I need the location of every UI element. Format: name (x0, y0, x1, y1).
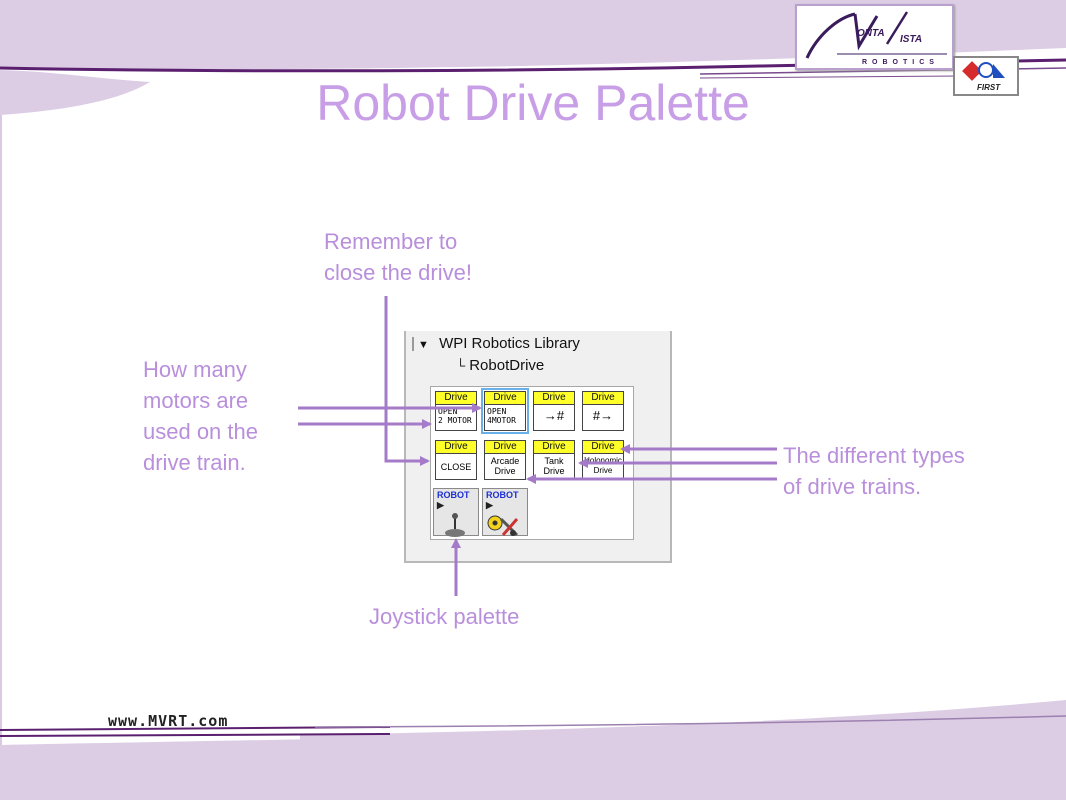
vi-body: #→ (592, 408, 614, 423)
tree-grip-icon (412, 337, 414, 352)
callout-motors-line-1: How many (143, 357, 247, 382)
svg-text:ISTA: ISTA (900, 34, 922, 45)
svg-text:ONTA: ONTA (857, 28, 885, 39)
vi-body: Holonomic Drive (583, 454, 623, 476)
close-drive-vi[interactable]: Drive CLOSE (435, 440, 477, 480)
vi-header: Drive (534, 441, 574, 454)
vi-body-line: 2 MOTOR (438, 416, 472, 425)
vi-body: Arcade Drive (485, 454, 525, 476)
tree-branch-icon: └ (456, 358, 466, 373)
vi-body: Tank Drive (534, 454, 574, 476)
robot-label: ROBOT ▶ (434, 489, 478, 511)
palette-grid: Drive OPEN 2 MOTOR Drive OPEN 4MOTOR Dri… (430, 386, 634, 540)
vi-header: Drive (436, 392, 476, 405)
vi-body: OPEN 2 MOTOR (436, 405, 476, 425)
robot-drive-palette: ▼ WPI Robotics Library └RobotDrive Drive… (404, 331, 672, 563)
callout-close-drive-line-1: Remember to (324, 229, 458, 254)
svg-text:FIRST: FIRST (977, 83, 1001, 92)
subpalette-label: RobotDrive (469, 357, 545, 374)
open-4-motor-vi[interactable]: Drive OPEN 4MOTOR (481, 388, 529, 434)
vi-header: Drive (583, 441, 623, 454)
team-logo-graphic: ONTA ISTA ROBOTICS (805, 11, 947, 66)
joystick-icon (445, 513, 465, 537)
footer-url[interactable]: www.MVRT.com (108, 712, 229, 730)
joystick-subpalette[interactable]: ROBOT ▶ (433, 488, 479, 537)
callout-motors-line-4: drive train. (143, 450, 246, 475)
first-logo-graphic: FIRST (962, 61, 1005, 92)
team-logo: ONTA ISTA ROBOTICS (795, 4, 954, 70)
first-logo: FIRST (953, 56, 1019, 96)
vi-body-line: Holonomic (584, 456, 622, 465)
vi-body-line: 4MOTOR (487, 416, 516, 425)
vi-header: Drive (534, 392, 574, 405)
callout-motors-line-3: used on the (143, 419, 258, 444)
robot-label-text: ROBOT (437, 490, 470, 500)
robot-tools-subpalette[interactable]: ROBOT ▶ (482, 488, 528, 537)
callout-close-drive: Remember to close the drive! (324, 226, 472, 288)
arcade-drive-vi[interactable]: Drive Arcade Drive (484, 440, 526, 480)
tank-drive-vi[interactable]: Drive Tank Drive (533, 440, 575, 480)
svg-text:ROBOTICS: ROBOTICS (862, 59, 939, 66)
callout-close-drive-line-2: close the drive! (324, 260, 472, 285)
vi-header: Drive (583, 392, 623, 405)
submenu-arrow-icon: ▶ (437, 500, 444, 510)
library-label[interactable]: WPI Robotics Library (439, 335, 580, 352)
vi-body-line: Drive (494, 466, 516, 476)
vi-body-line: Tank (544, 456, 564, 466)
vi-body-line: OPEN (438, 407, 458, 416)
open-2-motor-vi[interactable]: Drive OPEN 2 MOTOR (435, 391, 477, 431)
callout-motors: How many motors are used on the drive tr… (143, 354, 258, 478)
vi-body: OPEN 4MOTOR (485, 405, 525, 425)
set-output-vi[interactable]: Drive →# (533, 391, 575, 431)
submenu-arrow-icon: ▶ (486, 500, 493, 510)
tools-icon (487, 515, 519, 537)
vi-body: →# (543, 408, 565, 423)
vi-header: Drive (485, 441, 525, 454)
callout-drive-types-line-2: of drive trains. (783, 474, 922, 499)
vi-header: Drive (485, 392, 525, 405)
robot-label: ROBOT ▶ (483, 489, 527, 511)
callout-joystick: Joystick palette (369, 604, 520, 629)
get-output-vi[interactable]: Drive #→ (582, 391, 624, 431)
palette-tree-header: ▼ WPI Robotics Library (412, 335, 580, 352)
slide-title: Robot Drive Palette (316, 75, 750, 131)
vi-body-line: Arcade (490, 456, 520, 466)
vi-header: Drive (436, 441, 476, 454)
arrow-close-drive (384, 296, 430, 466)
callout-motors-line-2: motors are (143, 388, 249, 413)
vi-body-line: Drive (593, 466, 613, 475)
palette-subpalette-row[interactable]: └RobotDrive (456, 357, 544, 374)
vi-body-line: Drive (543, 466, 565, 476)
callout-drive-types-line-1: The different types (783, 443, 965, 468)
vi-body: CLOSE (440, 462, 472, 472)
robot-label-text: ROBOT (486, 490, 519, 500)
callout-drive-types: The different types of drive trains. (783, 440, 965, 502)
expand-triangle-icon[interactable]: ▼ (418, 339, 429, 351)
vi-body-line: OPEN (487, 407, 507, 416)
